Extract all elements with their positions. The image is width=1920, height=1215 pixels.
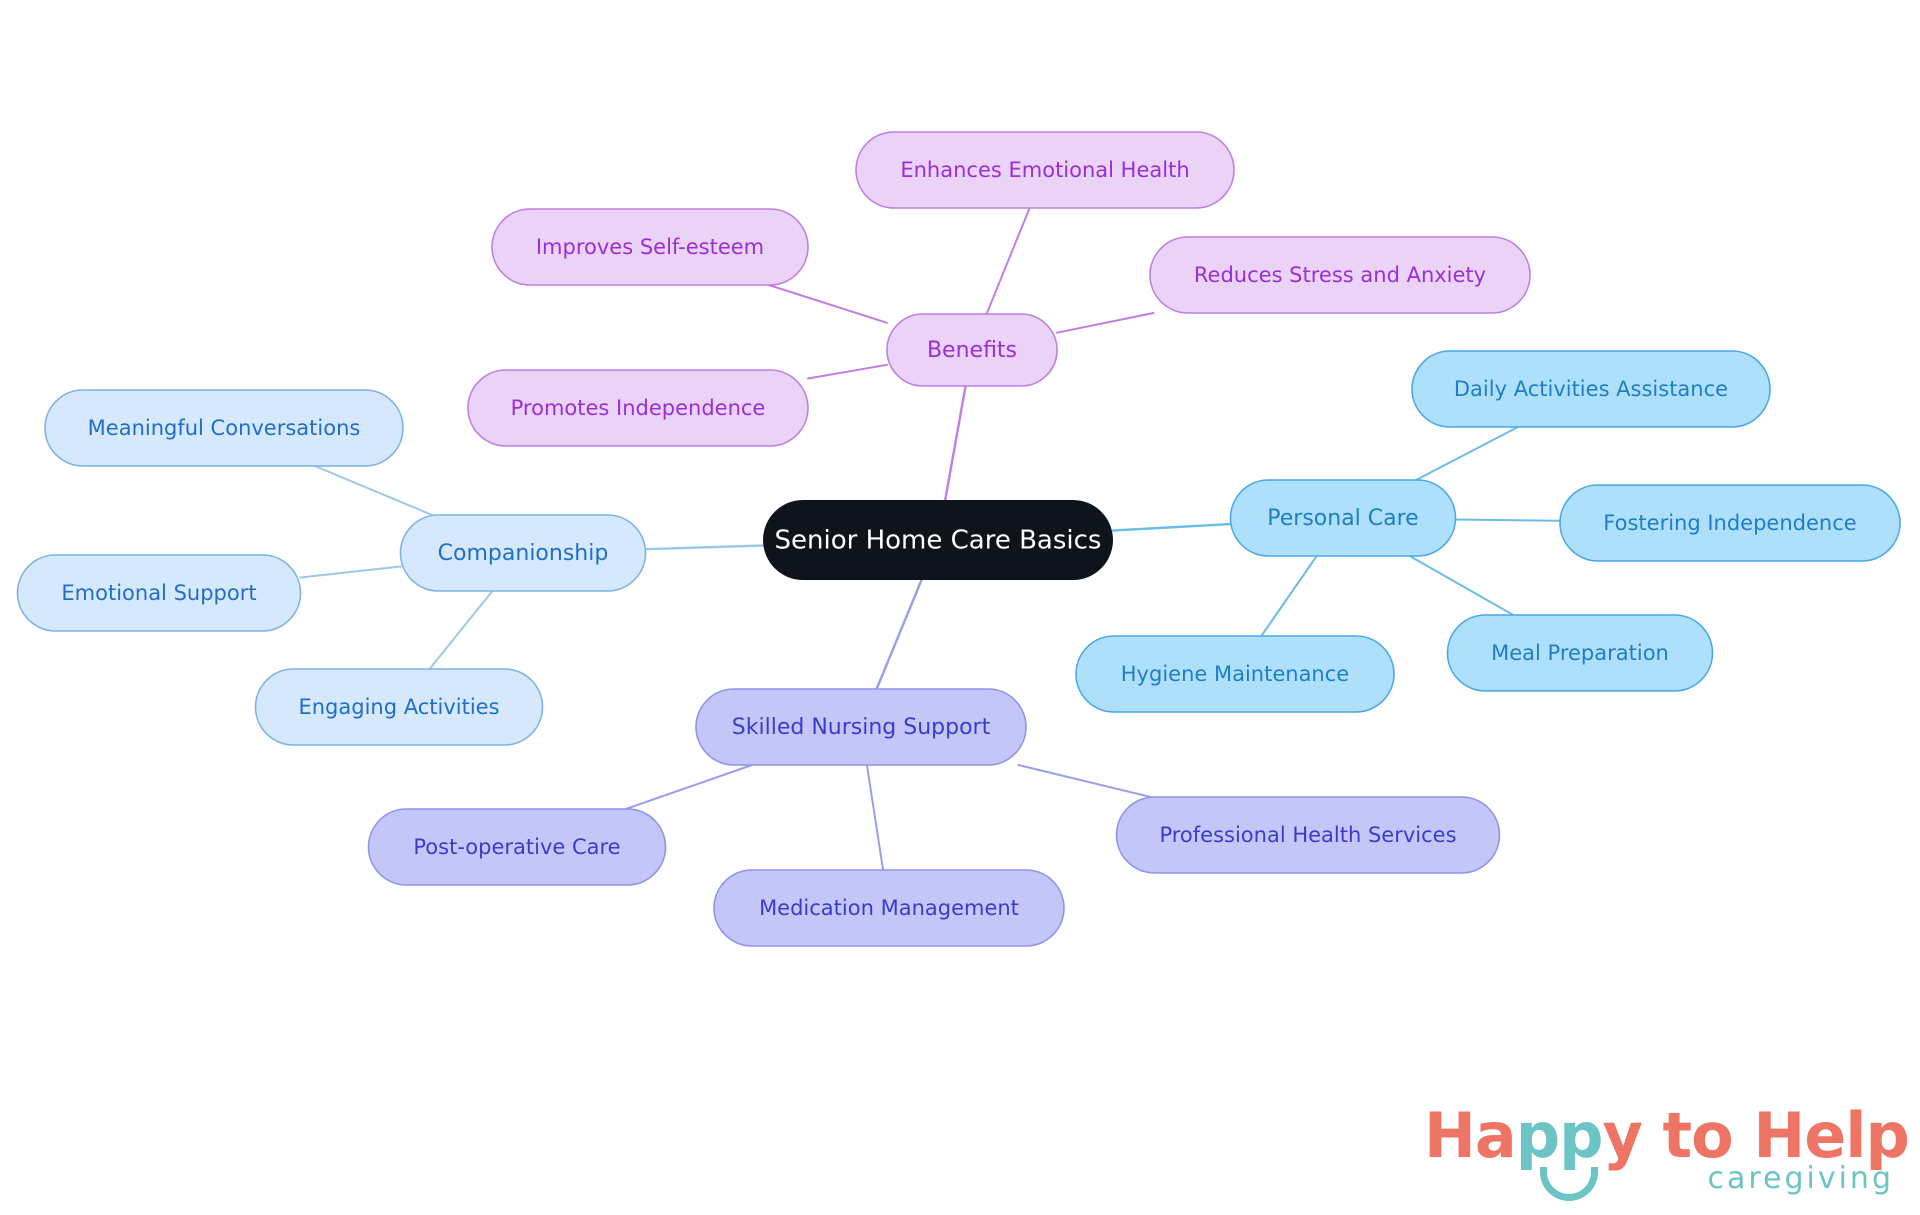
branch-node-personal-care-shape	[1229, 479, 1457, 557]
logo-text-ha: Ha	[1424, 1099, 1517, 1172]
mindmap-edge	[313, 465, 434, 516]
nodes-layer: Benefits Enhances Emotional HealthImprove…	[16, 131, 1901, 947]
mindmap-edge	[1415, 426, 1519, 481]
leaf-node-fostering-independence-label: Fostering Independence	[1603, 511, 1856, 535]
mindmap-edge	[865, 764, 885, 871]
leaf-node-daily-activities-assistance-label: Daily Activities Assistance	[1454, 377, 1728, 401]
leaf-node-enhances-emotional-health[interactable]: Enhances Emotional Health	[855, 131, 1235, 209]
mindmap-edge	[1017, 764, 1152, 798]
logo-subtitle: caregiving	[1707, 1161, 1894, 1196]
leaf-node-post-operative-care-shape	[367, 808, 667, 886]
leaf-node-enhances-emotional-health-label: Enhances Emotional Health	[900, 158, 1189, 182]
branch-node-companionship[interactable]: Companionship	[399, 514, 647, 592]
leaf-node-hygiene-maintenance-shape	[1075, 635, 1395, 713]
leaf-node-professional-health-services[interactable]: Professional Health Services	[1115, 796, 1501, 874]
smile-icon	[1540, 1167, 1598, 1201]
mindmap-edge	[1111, 522, 1232, 532]
central-node-shape	[763, 500, 1113, 580]
leaf-node-reduces-stress-and-anxiety-shape	[1149, 236, 1531, 314]
leaf-node-fostering-independence[interactable]: Fostering Independence	[1559, 484, 1901, 562]
mindmap-edge	[624, 764, 754, 810]
edges-layer	[299, 207, 1561, 871]
leaf-node-emotional-support[interactable]: Emotional Support	[16, 554, 302, 632]
central-node[interactable]: Senior Home Care Basics	[763, 500, 1113, 580]
leaf-node-meal-preparation-shape	[1446, 614, 1714, 692]
leaf-node-engaging-activities-label: Engaging Activities	[298, 695, 499, 719]
leaf-node-promotes-independence[interactable]: Promotes Independence	[467, 369, 809, 447]
leaf-node-fostering-independence-shape	[1559, 484, 1901, 562]
leaf-node-post-operative-care-label: Post-operative Care	[413, 835, 620, 859]
mindmap-edge	[985, 207, 1031, 315]
leaf-node-daily-activities-assistance-shape	[1411, 350, 1771, 428]
branch-node-companionship-shape	[399, 514, 647, 592]
leaf-node-improves-self-esteem-label: Improves Self-esteem	[536, 235, 764, 259]
leaf-node-medication-management-label: Medication Management	[759, 896, 1019, 920]
branch-node-skilled-nursing[interactable]: Skilled Nursing Support	[695, 688, 1027, 766]
leaf-node-meal-preparation[interactable]: Meal Preparation	[1446, 614, 1714, 692]
branch-node-benefits[interactable]: Benefits	[886, 313, 1058, 387]
leaf-node-hygiene-maintenance-label: Hygiene Maintenance	[1121, 662, 1349, 686]
leaf-node-emotional-support-label: Emotional Support	[61, 581, 256, 605]
leaf-node-meaningful-conversations-label: Meaningful Conversations	[88, 416, 361, 440]
mindmap-edge	[1260, 555, 1318, 637]
branch-node-benefits-label: Benefits	[927, 338, 1017, 363]
mindmap-edge	[644, 544, 765, 551]
branch-node-personal-care[interactable]: Personal Care	[1229, 479, 1457, 557]
leaf-node-post-operative-care[interactable]: Post-operative Care	[367, 808, 667, 886]
leaf-node-reduces-stress-and-anxiety[interactable]: Reduces Stress and Anxiety	[1149, 236, 1531, 314]
mindmap-edge	[299, 565, 402, 579]
mindmap-edge	[944, 384, 967, 502]
leaf-node-promotes-independence-label: Promotes Independence	[511, 396, 766, 420]
leaf-node-enhances-emotional-health-shape	[855, 131, 1235, 209]
mindmap-edge	[807, 363, 888, 380]
leaf-node-meaningful-conversations-shape	[44, 389, 404, 467]
leaf-node-improves-self-esteem[interactable]: Improves Self-esteem	[491, 208, 809, 286]
mindmap-edge	[875, 578, 923, 691]
leaf-node-promotes-independence-shape	[467, 369, 809, 447]
mindmap-edge	[1408, 555, 1515, 616]
leaf-node-emotional-support-shape	[16, 554, 302, 632]
leaf-node-meaningful-conversations[interactable]: Meaningful Conversations	[44, 389, 404, 467]
branch-node-companionship-label: Companionship	[438, 541, 609, 566]
leaf-node-professional-health-services-shape	[1115, 796, 1501, 874]
leaf-node-reduces-stress-and-anxiety-label: Reduces Stress and Anxiety	[1194, 263, 1486, 287]
leaf-node-improves-self-esteem-shape	[491, 208, 809, 286]
brand-logo: Happy to Help caregiving	[1424, 1105, 1910, 1203]
leaf-node-daily-activities-assistance[interactable]: Daily Activities Assistance	[1411, 350, 1771, 428]
leaf-node-hygiene-maintenance[interactable]: Hygiene Maintenance	[1075, 635, 1395, 713]
logo-wordmark: Happy to Help	[1424, 1105, 1910, 1167]
mindmap-edge	[767, 284, 888, 324]
leaf-node-medication-management[interactable]: Medication Management	[713, 869, 1065, 947]
logo-text-pp: pp	[1515, 1099, 1604, 1172]
leaf-node-professional-health-services-label: Professional Health Services	[1159, 823, 1456, 847]
leaf-node-engaging-activities[interactable]: Engaging Activities	[254, 668, 544, 746]
leaf-node-engaging-activities-shape	[254, 668, 544, 746]
branch-node-personal-care-label: Personal Care	[1267, 506, 1418, 531]
branch-node-skilled-nursing-label: Skilled Nursing Support	[732, 715, 991, 740]
leaf-node-meal-preparation-label: Meal Preparation	[1491, 641, 1669, 665]
logo-text-rest: y to Help	[1602, 1099, 1910, 1172]
branch-node-benefits-shape	[886, 313, 1058, 387]
mindmap-edge	[1056, 312, 1155, 334]
central-node-label: Senior Home Care Basics	[775, 526, 1102, 556]
mindmap-edge	[1454, 518, 1561, 522]
branch-node-skilled-nursing-shape	[695, 688, 1027, 766]
leaf-node-medication-management-shape	[713, 869, 1065, 947]
mindmap-edge	[428, 590, 494, 670]
